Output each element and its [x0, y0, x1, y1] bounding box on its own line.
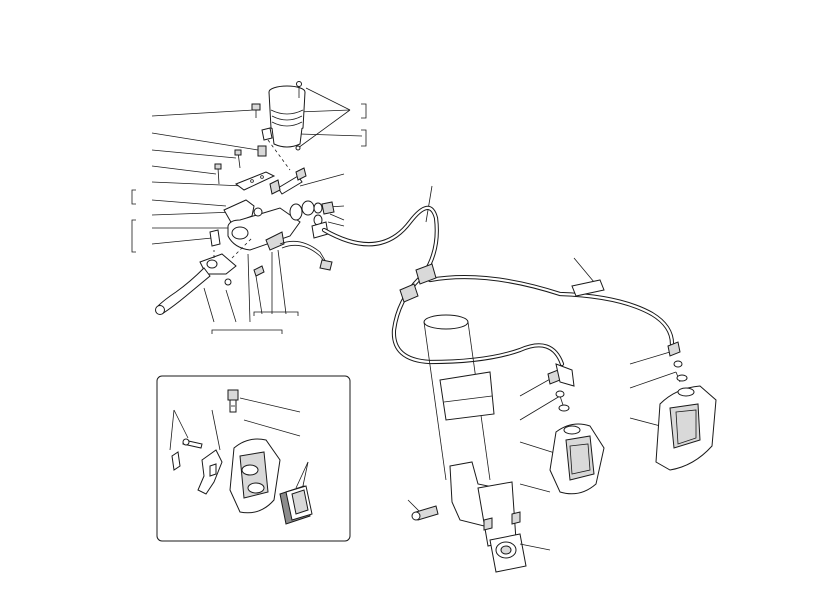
brake-switch [269, 167, 307, 195]
brake-lever [155, 237, 265, 315]
switch-wire [279, 240, 333, 271]
leader-lines-master-cylinder [131, 87, 681, 513]
small-screws [214, 103, 267, 185]
clamp-plate [234, 171, 276, 191]
brake-hoses [321, 205, 675, 367]
inset-caliper-detail-panel [156, 375, 351, 542]
master-cylinder-body [209, 199, 301, 251]
right-brake-caliper [655, 341, 717, 471]
banjo-bolt-and-washers [289, 200, 335, 239]
brake-fluid-reservoir [268, 81, 306, 151]
left-brake-caliper [547, 363, 605, 495]
reservoir-bracket [261, 127, 291, 171]
front-fork-leg [411, 314, 551, 573]
